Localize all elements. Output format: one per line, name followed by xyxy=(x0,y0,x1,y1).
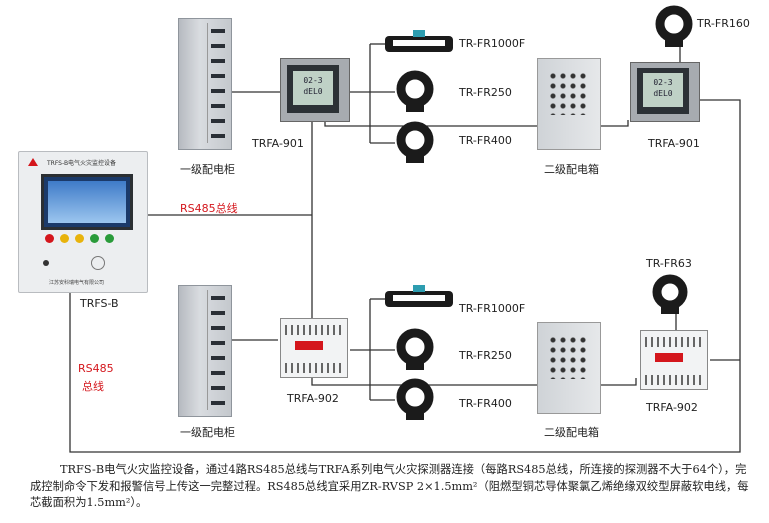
distribution-cabinet xyxy=(178,285,232,417)
panel-speaker-icon xyxy=(91,256,105,270)
panel-indicator-lights xyxy=(45,234,125,246)
box-label: 二级配电箱 xyxy=(544,163,599,176)
trfs-b-panel: TRFS-B电气火灾监控设备 江苏安科瑞电气有限公司 xyxy=(18,151,148,293)
sensor-label: TR-FR400 xyxy=(459,397,512,410)
trfa-902-detector xyxy=(280,318,348,378)
fr250-sensor-icon xyxy=(396,328,434,366)
distribution-box xyxy=(537,58,601,150)
panel-screen xyxy=(41,174,133,230)
cabinet-label: 一级配电柜 xyxy=(180,163,235,176)
distribution-box xyxy=(537,322,601,414)
trfa-901-detector: 02-3 dEL0 xyxy=(630,62,700,122)
sensor-label: TR-FR1000F xyxy=(459,37,526,50)
box-label: 二级配电箱 xyxy=(544,426,599,439)
trfs-b-label: TRFS-B xyxy=(80,297,119,310)
sensor-label: TR-FR400 xyxy=(459,134,512,147)
device-label: TRFA-902 xyxy=(287,392,339,405)
fr63-sensor-icon xyxy=(652,274,688,310)
lcd-line-1: 02-3 xyxy=(653,78,673,87)
panel-title: TRFS-B电气火灾监控设备 xyxy=(47,160,117,167)
sensor-label: TR-FR250 xyxy=(459,86,512,99)
panel-brand: 江苏安科瑞电气有限公司 xyxy=(49,280,105,286)
fr400-sensor-icon xyxy=(396,121,434,159)
fr160-sensor-icon xyxy=(655,5,693,43)
fr250-sensor-icon xyxy=(396,70,434,108)
sensor-label: TR-FR63 xyxy=(646,257,692,270)
panel-logo xyxy=(28,158,38,166)
trfa-902-detector xyxy=(640,330,708,390)
rs485-bus-label: RS485总线 xyxy=(180,202,238,215)
device-label: TRFA-901 xyxy=(648,137,700,150)
device-label: TRFA-901 xyxy=(252,137,304,150)
lcd-line-2: dEL0 xyxy=(653,89,673,98)
diagram-caption: TRFS-B电气火灾监控设备，通过4路RS485总线与TRFA系列电气火灾探测器… xyxy=(30,463,749,509)
lcd-line-1: 02-3 xyxy=(303,76,323,85)
sensor-label: TR-FR1000F xyxy=(459,302,526,315)
rs485-left-label: RS485 xyxy=(78,362,114,375)
panel-key-switch xyxy=(43,260,49,266)
rs485-left-label-2: 总线 xyxy=(82,380,104,393)
sensor-label: TR-FR160 xyxy=(697,17,750,30)
sensor-label: TR-FR250 xyxy=(459,349,512,362)
cabinet-label: 一级配电柜 xyxy=(180,426,235,439)
fr400-sensor-icon xyxy=(396,378,434,416)
lcd-line-2: dEL0 xyxy=(303,87,323,96)
trfa-901-detector: 02-3 dEL0 xyxy=(280,58,350,122)
distribution-cabinet xyxy=(178,18,232,150)
device-label: TRFA-902 xyxy=(646,401,698,414)
